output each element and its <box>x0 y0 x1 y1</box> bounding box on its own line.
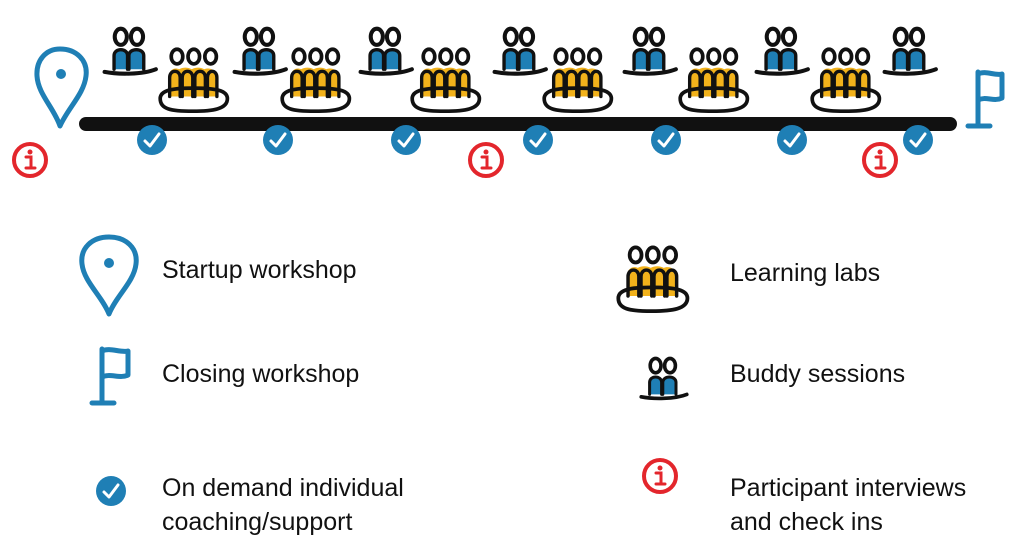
learning-lab-icon <box>158 47 230 114</box>
buddy-session-icon <box>232 26 288 76</box>
buddy-session-icon <box>492 26 548 76</box>
learning-lab-icon <box>810 47 882 114</box>
check-icon <box>651 125 681 155</box>
flag-icon <box>965 69 1005 129</box>
program-timeline <box>12 26 1005 178</box>
legend-label-closing-workshop: Closing workshop <box>162 360 360 388</box>
info-icon <box>862 142 898 178</box>
buddy-session-icon <box>639 356 689 401</box>
buddy-session-icon <box>622 26 678 76</box>
check-icon <box>903 125 933 155</box>
info-icon <box>468 142 504 178</box>
buddy-session-icon <box>358 26 414 76</box>
legend-label-startup-workshop: Startup workshop <box>162 256 357 284</box>
learning-lab-icon <box>616 245 690 314</box>
location-pin-icon <box>34 46 89 129</box>
buddy-session-icon <box>754 26 810 76</box>
check-icon <box>777 125 807 155</box>
flag-icon <box>89 346 131 406</box>
legend-label-learning-labs: Learning labs <box>730 259 881 287</box>
check-icon <box>391 125 421 155</box>
legend-label-coaching-line1: On demand individual <box>162 474 404 502</box>
check-icon <box>523 125 553 155</box>
legend-label-interviews-line1: Participant interviews <box>730 474 967 502</box>
buddy-session-icon <box>882 26 938 76</box>
learning-lab-icon <box>542 47 614 114</box>
learning-lab-icon <box>678 47 750 114</box>
learning-lab-icon <box>280 47 352 114</box>
legend-label-buddy-sessions: Buddy sessions <box>730 360 906 388</box>
info-icon <box>12 142 48 178</box>
legend-label-coaching-line2: coaching/support <box>162 508 353 536</box>
info-icon <box>642 458 678 494</box>
check-icon <box>263 125 293 155</box>
location-pin-icon <box>79 234 139 317</box>
check-icon <box>137 125 167 155</box>
buddy-session-icon <box>102 26 158 76</box>
legend-label-interviews-line2: and check ins <box>730 508 883 536</box>
check-icon <box>96 476 126 506</box>
learning-lab-icon <box>410 47 482 114</box>
